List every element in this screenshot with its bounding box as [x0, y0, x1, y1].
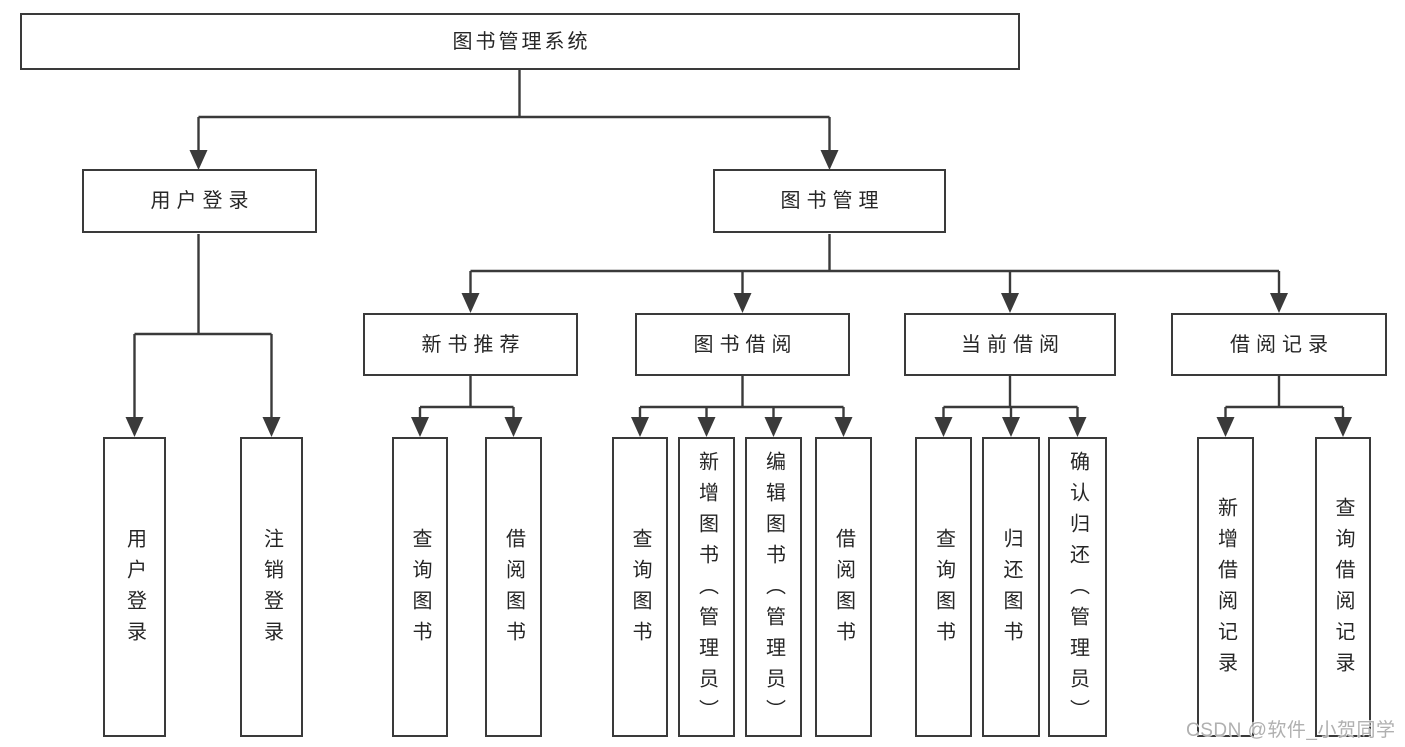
node-new-book-recommend-label: 新书推荐	[421, 333, 526, 356]
node-leaf-bb-edit-books-admin-label: 编辑图书（管理员）	[762, 450, 785, 730]
node-leaf-bb-add-books-admin-label: 新增图书（管理员）	[695, 450, 718, 730]
node-current-borrowing: 当前借阅	[904, 313, 1116, 376]
node-library-system-label: 图书管理系统	[452, 30, 591, 53]
connector-new-book-children	[411, 376, 523, 437]
node-borrow-records: 借阅记录	[1171, 313, 1387, 376]
node-leaf-nb-query-books: 查询图书	[392, 437, 448, 737]
node-book-borrowing: 图书借阅	[635, 313, 850, 376]
node-leaf-cb-query-books-label: 查询图书	[932, 528, 955, 652]
node-leaf-br-add-record-label: 新增借阅记录	[1214, 497, 1237, 683]
node-leaf-user-login-label: 用户登录	[123, 528, 146, 652]
node-leaf-bb-edit-books-admin: 编辑图书（管理员）	[745, 437, 802, 737]
node-leaf-bb-add-books-admin: 新增图书（管理员）	[678, 437, 735, 737]
node-leaf-logout: 注销登录	[240, 437, 303, 737]
connector-root-to-level1	[189, 70, 839, 170]
node-borrow-records-label: 借阅记录	[1230, 333, 1334, 356]
node-leaf-bb-query-books-label: 查询图书	[629, 528, 651, 652]
node-leaf-cb-confirm-return-admin-label: 确认归还（管理员）	[1066, 450, 1089, 730]
node-leaf-br-query-record: 查询借阅记录	[1315, 437, 1371, 737]
connector-user-login-children	[125, 234, 281, 437]
node-current-borrowing-label: 当前借阅	[961, 333, 1065, 356]
node-book-management: 图书管理	[713, 169, 946, 233]
node-library-system: 图书管理系统	[20, 13, 1020, 70]
connector-book-mgmt-to-level2	[461, 234, 1288, 313]
node-leaf-cb-return-books: 归还图书	[982, 437, 1040, 737]
node-leaf-logout-label: 注销登录	[260, 528, 283, 652]
node-leaf-nb-borrow-books-label: 借阅图书	[502, 528, 525, 652]
node-book-borrowing-label: 图书借阅	[693, 333, 798, 356]
node-leaf-br-query-record-label: 查询借阅记录	[1332, 497, 1354, 683]
node-user-login: 用户登录	[82, 169, 317, 233]
connector-current-borrow-children	[934, 376, 1087, 437]
node-book-management-label: 图书管理	[780, 190, 885, 212]
node-user-login-label: 用户登录	[150, 190, 255, 212]
node-leaf-bb-borrow-books: 借阅图书	[815, 437, 872, 737]
node-leaf-nb-query-books-label: 查询图书	[409, 528, 431, 652]
node-leaf-br-add-record: 新增借阅记录	[1197, 437, 1254, 737]
node-leaf-user-login: 用户登录	[103, 437, 166, 737]
connector-book-borrow-children	[631, 376, 853, 437]
node-leaf-cb-query-books: 查询图书	[915, 437, 972, 737]
node-leaf-nb-borrow-books: 借阅图书	[485, 437, 542, 737]
node-leaf-bb-borrow-books-label: 借阅图书	[832, 528, 855, 652]
node-leaf-bb-query-books: 查询图书	[612, 437, 668, 737]
csdn-watermark: CSDN @软件_小贺同学	[1186, 720, 1396, 741]
node-leaf-cb-confirm-return-admin: 确认归还（管理员）	[1048, 437, 1107, 737]
connector-borrow-record-children	[1216, 376, 1352, 437]
node-new-book-recommend: 新书推荐	[363, 313, 578, 376]
node-leaf-cb-return-books-label: 归还图书	[1000, 528, 1022, 652]
